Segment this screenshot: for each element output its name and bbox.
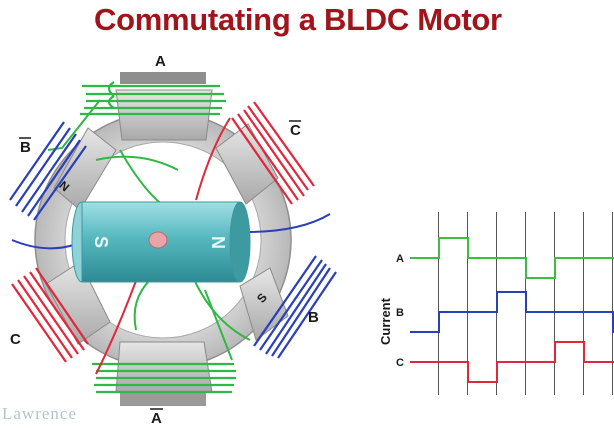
label-c-bar: C — [290, 122, 301, 139]
rotor-label-n: N — [208, 236, 228, 249]
coil-b-windings — [253, 255, 337, 359]
series-line-c — [410, 341, 614, 383]
stator-pole-b — [239, 255, 337, 359]
series-label-c: C — [396, 357, 404, 369]
label-a-bar: A — [151, 410, 162, 427]
series-line-b — [410, 291, 614, 333]
current-chart: Current A B C — [378, 212, 614, 395]
page-title: Commutating a BLDC Motor — [94, 2, 502, 37]
label-c: C — [10, 331, 21, 348]
series-line-a — [410, 237, 614, 279]
stator-pole-a — [47, 72, 226, 151]
stator-pole-a-bar — [92, 289, 236, 406]
chart-ylabel: Current — [378, 297, 393, 345]
label-b: B — [308, 309, 319, 326]
label-b-bar: B — [20, 139, 31, 156]
series-label-b: B — [396, 307, 404, 319]
series-label-a: A — [396, 253, 404, 265]
stator-pole-c — [11, 261, 111, 363]
coil-b-bar-windings — [9, 121, 87, 221]
coil-c-bar-windings — [231, 101, 315, 205]
coil-a-bar-windings — [92, 362, 236, 394]
rotor-magnet — [71, 201, 251, 283]
stator-pole-c-bar — [215, 101, 315, 205]
coil-c-windings — [11, 267, 89, 363]
watermark-logo: Lawrence — [2, 404, 78, 423]
coil-a-windings — [80, 81, 226, 116]
rotor-label-s: S — [91, 236, 111, 248]
label-a: A — [155, 53, 166, 70]
